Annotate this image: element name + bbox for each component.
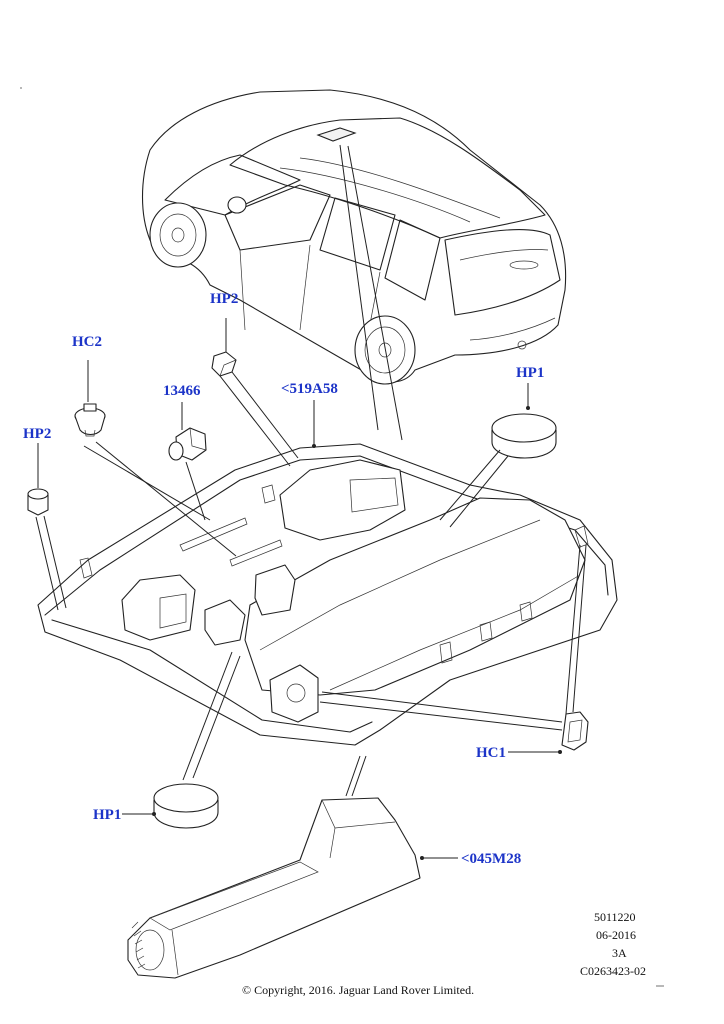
hp2-pad-left	[27, 488, 49, 516]
copyright-notice: © Copyright, 2016. Jaguar Land Rover Lim…	[242, 983, 475, 997]
callout-13466: 13466	[163, 383, 201, 399]
revision: 3A	[612, 946, 627, 960]
drawing-date: 06-2016	[596, 928, 636, 942]
hp1-pad-bottom	[153, 783, 219, 829]
drawing-code: C0263423-02	[580, 964, 646, 978]
overhead-console-tray	[37, 443, 618, 746]
callout-hc2: HC2	[72, 334, 102, 350]
callout-045m28: <045M28	[461, 851, 522, 867]
part-045m28-trim-cover	[127, 797, 421, 979]
callout-hp2-left: HP2	[23, 426, 52, 442]
vehicle-leader-line	[339, 144, 379, 431]
part-13466-clip	[168, 427, 207, 461]
vehicle-leader-line-2	[347, 145, 403, 441]
hc1-clip	[561, 711, 589, 751]
callout-519a58: <519A58	[281, 381, 338, 397]
callout-hp2-top: HP2	[210, 291, 239, 307]
callout-hp1-right: HP1	[516, 365, 545, 381]
hp1-pad-right	[491, 413, 557, 459]
vehicle-illustration	[141, 89, 567, 385]
hc2-clip	[74, 403, 106, 437]
ref-number: 5011220	[594, 910, 636, 924]
callout-hc1: HC1	[476, 745, 506, 761]
callout-hp1-bottom: HP1	[93, 807, 122, 823]
